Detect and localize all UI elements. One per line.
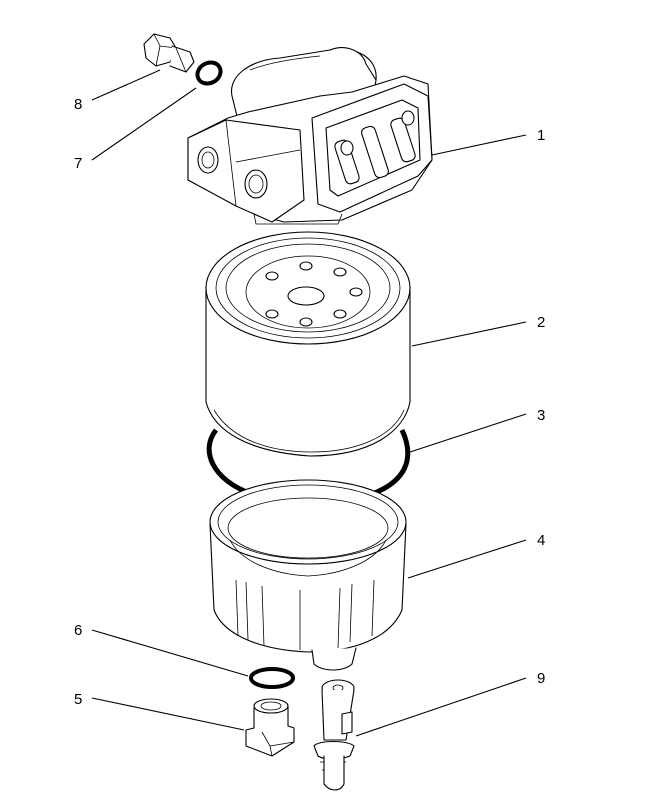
callout-1: 1 [537,127,545,144]
leader-1 [431,134,527,156]
leader-2 [411,321,527,347]
part-7-o-ring [195,60,223,86]
leader-8 [91,69,161,101]
part-9-drain-valve [313,679,355,791]
part-6-small-o-ring [249,667,295,689]
part-2-filter-element [205,231,411,457]
part-4-bowl [209,479,407,671]
leader-9 [355,677,527,737]
callout-7: 7 [74,155,82,172]
callout-9: 9 [537,670,545,687]
callout-2: 2 [537,314,545,331]
callout-8: 8 [74,96,82,113]
callout-5: 5 [74,691,82,708]
leader-lines [91,69,527,737]
callout-6: 6 [74,622,82,639]
part-5-drain-plug [245,698,295,757]
leader-5 [91,697,245,731]
callout-4: 4 [537,532,545,549]
leader-3 [409,413,527,453]
callout-3: 3 [537,407,545,424]
part-8-fitting [143,33,195,73]
part-1-filter-head [187,47,433,225]
callout-labels: 8 7 1 2 3 4 6 5 9 [74,96,545,708]
leader-4 [407,539,527,579]
leader-7 [91,87,197,161]
leader-6 [91,629,249,677]
